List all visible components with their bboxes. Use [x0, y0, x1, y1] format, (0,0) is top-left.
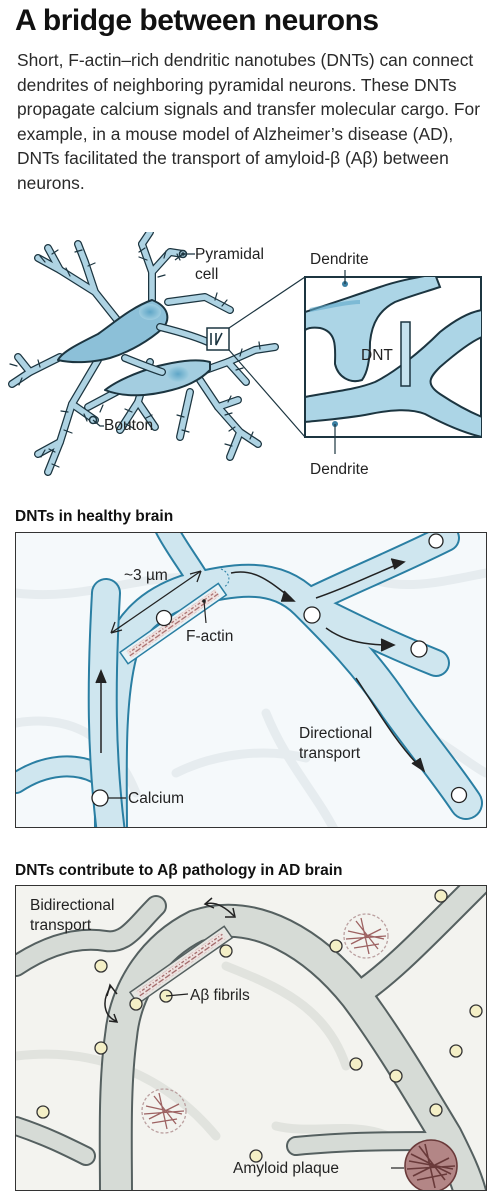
- label-plaque: Amyloid plaque: [233, 1160, 339, 1177]
- label-calcium: Calcium: [128, 790, 184, 807]
- label-dendrite-bottom: Dendrite: [310, 461, 369, 478]
- label-dnt: DNT: [361, 347, 393, 364]
- amyloid-plaque-group: [141, 913, 458, 1190]
- intro-text: Short, F-actin–rich dendritic nanotubes …: [17, 50, 481, 193]
- label-dendrite-top: Dendrite: [310, 251, 369, 268]
- label-bidirectional-2: transport: [30, 917, 92, 934]
- ad-heading: DNTs contribute to Aβ pathology in AD br…: [15, 862, 343, 879]
- page-title: A bridge between neurons: [15, 4, 379, 37]
- label-pyramidal-cell-1: Pyramidal: [195, 246, 264, 263]
- neuron-network: [8, 232, 279, 476]
- zoom-panel: Dendrite DNT Dendrite: [304, 251, 482, 478]
- label-bidirectional-1: Bidirectional: [30, 897, 114, 914]
- label-directional-2: transport: [299, 745, 361, 762]
- label-directional-1: Directional: [299, 725, 372, 742]
- zoom-indicator: [206, 327, 230, 351]
- healthy-heading: DNTs in healthy brain: [15, 508, 174, 525]
- label-length: ~3 µm: [124, 567, 168, 584]
- ad-panel: Bidirectional transport Aβ fibrils Amylo…: [15, 885, 487, 1191]
- healthy-panel: ~3 µm F-actin Calcium Directional transp…: [15, 532, 487, 828]
- healthy-illustration: ~3 µm F-actin Calcium Directional transp…: [16, 533, 486, 827]
- ad-illustration: Bidirectional transport Aβ fibrils Amylo…: [16, 886, 486, 1190]
- label-pyramidal-cell-2: cell: [195, 266, 218, 283]
- label-bouton: Bouton: [104, 417, 153, 434]
- label-factin: F-actin: [186, 628, 233, 645]
- overview-figure: Pyramidal cell Bouton Dendrite DNT Dendr…: [8, 232, 482, 478]
- label-fibrils: Aβ fibrils: [190, 987, 250, 1004]
